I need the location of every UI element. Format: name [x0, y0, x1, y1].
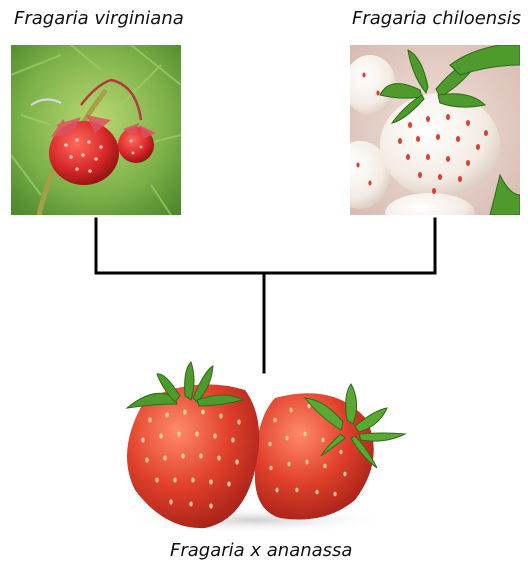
parent-left-label: Fragaria virginiana	[14, 8, 184, 29]
garden-strawberries-illustration	[120, 361, 407, 534]
parent-right-label: Fragaria chiloensis	[352, 8, 521, 29]
fragaria-x-ananassa-image	[105, 360, 415, 535]
fragaria-chiloensis-image	[350, 45, 520, 215]
wild-strawberry-illustration	[11, 45, 181, 215]
white-strawberry-illustration	[350, 45, 520, 215]
hybrid-label: Fragaria x ananassa	[170, 540, 353, 561]
fragaria-virginiana-image	[11, 45, 181, 215]
